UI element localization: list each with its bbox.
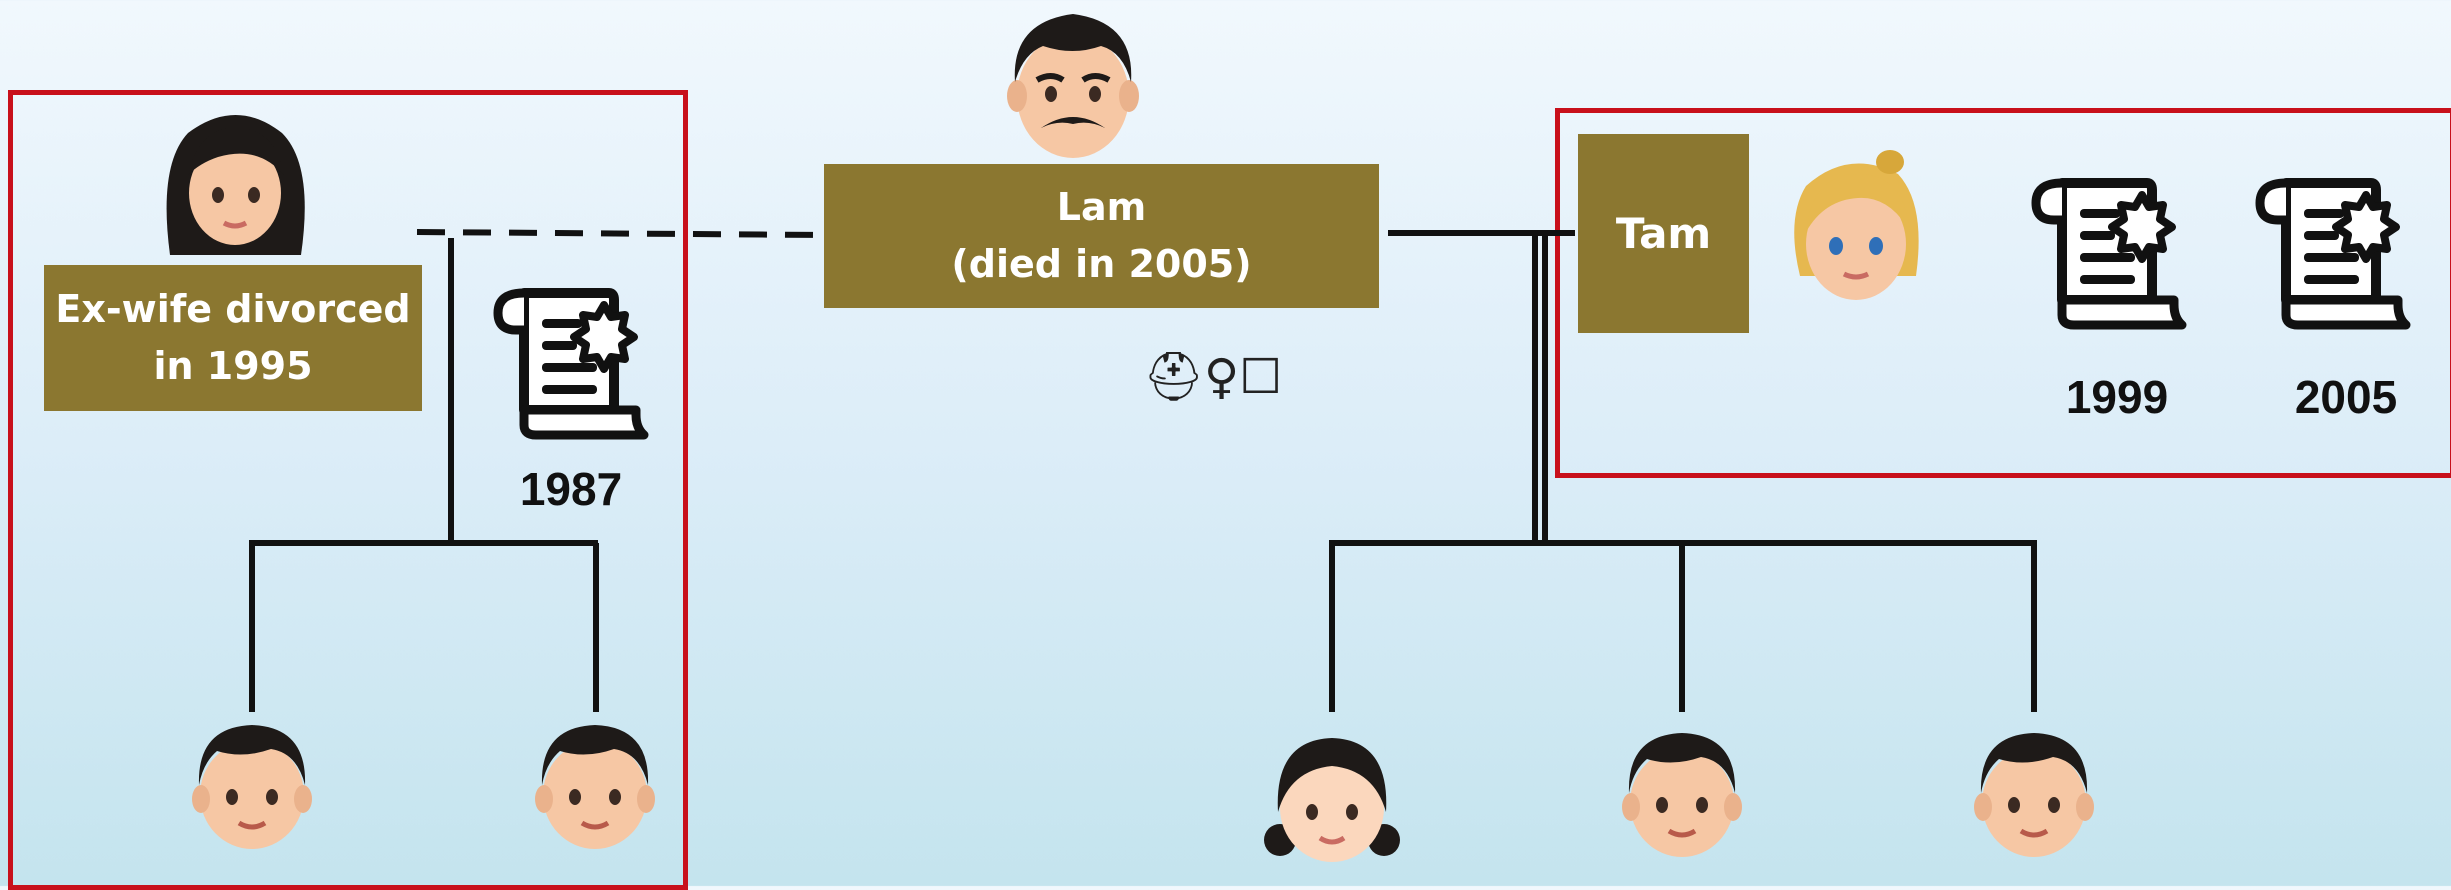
boy-icon [1622, 733, 1742, 857]
man-mustache-icon [1007, 14, 1139, 158]
certificate-icon [2255, 178, 2411, 330]
marriage-year-1999: 1999 [2065, 371, 2169, 423]
certificate-icon [493, 288, 649, 440]
lam-label: Lam (died in 2005) [824, 164, 1379, 308]
boy-icon [192, 725, 312, 849]
divorce-dashed-line [416, 229, 824, 238]
marriage-year-2005: 2005 [2294, 371, 2398, 423]
girl-icon [1264, 738, 1400, 862]
glyph-symbols: ⛑♀☐ [1143, 349, 1283, 405]
woman-blonde-icon [1794, 150, 1919, 300]
marriage-year-1987: 1987 [519, 463, 623, 515]
tam-label: Tam [1578, 134, 1749, 333]
boy-icon [535, 725, 655, 849]
woman-dark-hair-icon [166, 115, 305, 255]
boy-icon [1974, 733, 2094, 857]
ex-wife-label: Ex-wife divorced in 1995 [44, 265, 422, 411]
certificate-icon [2031, 178, 2187, 330]
